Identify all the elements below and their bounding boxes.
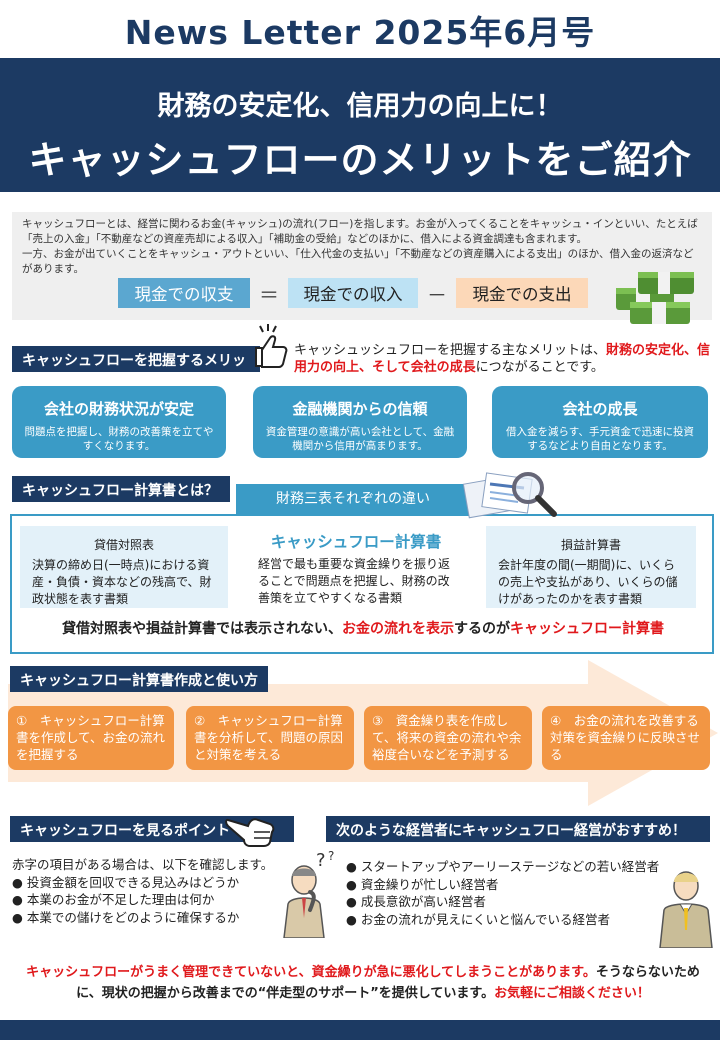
newsletter-title: News Letter 2025年6月号 [124, 13, 596, 52]
income-statement-title: 損益計算書 [560, 538, 621, 552]
merit-card-body: 問題点を把握し、財務の改善策を立てやすくなります。 [24, 426, 214, 452]
statement-summary: 貸借対照表や損益計算書では表示されない、お金の流れを表示するのがキャッシュフロー… [18, 618, 708, 638]
three-statements-label: 財務三表それぞれの違い [236, 484, 470, 514]
usage-step-1: ① キャッシュフロー計算書を作成して、お金の流れを把握する [8, 706, 174, 770]
points-item: ● 本業のお金が不足した理由は何か [12, 892, 215, 907]
usage-step-2: ② キャッシュフロー計算書を分析して、問題の原因と対策を考える [186, 706, 354, 770]
summary-mid: するのが [454, 621, 510, 637]
thumbs-up-icon [255, 324, 288, 368]
merit-section-title: キャッシュフローを把握するメリット [12, 346, 260, 389]
cashflow-statement-box: キャッシュフロー計算書 経営で最も重要な資金繰りを振り返ることで問題点を把握し、… [252, 530, 460, 607]
merit-card-title: 会社の成長 [562, 400, 638, 418]
summary-prefix: 貸借対照表や損益計算書では表示されない、 [62, 621, 342, 637]
svg-text:?: ? [316, 850, 326, 871]
merit-card-trust: 金融機関からの信頼 資金管理の意識が高い会社として、金融機関から信用が高まります… [253, 386, 467, 458]
recommend-list: ● スタートアップやアーリーステージなどの若い経営者 ● 資金繰りが忙しい経営者… [346, 858, 676, 928]
hero-subtitle: 財務の安定化、信用力の向上に！ [157, 91, 563, 122]
equation-minus: － [427, 282, 447, 307]
money-stack-icon [616, 272, 694, 324]
cashflow-statement-title: キャッシュフロー計算書 [270, 533, 442, 551]
recommend-section-title: 次のような経営者にキャッシュフロー経営がおすすめ！ [326, 816, 710, 842]
hero-banner: 財務の安定化、信用力の向上に！ キャッシュフローのメリットをご紹介 [0, 58, 720, 192]
businessman-icon [659, 871, 713, 948]
merit-card-title: 金融機関からの信頼 [292, 400, 428, 418]
merit-lead-text: キャッシュッシュフローを把握する主なメリットは、財務の安定化、信用力の向上、そし… [294, 342, 714, 376]
merit-lead-prefix: キャッシュッシュフローを把握する主なメリットは、 [294, 343, 607, 358]
closing-black: そうならないために、現状の把握から改善までの“伴走型のサポート”を提供しています… [76, 965, 700, 1001]
hero-title: キャッシュフローのメリットをご紹介 [28, 138, 692, 182]
balance-sheet-title: 貸借対照表 [93, 538, 154, 552]
summary-highlight-statement: キャッシュフロー計算書 [510, 621, 664, 637]
balance-sheet-body: 決算の締め日(一時点)における資産・負債・資本などの残高で、財政状態を表す書類 [32, 558, 212, 606]
process-arrow [8, 660, 718, 806]
intro-paragraph-1: キャッシュフローとは、経営に関わるお金(キャッシュ)の流れ(フロー)を指します。… [22, 218, 698, 245]
merit-card-growth: 会社の成長 借入金を減らす、手元資金で迅速に投資するなどより自由となります。 [492, 386, 708, 458]
merit-card-body: 借入金を減らす、手元資金で迅速に投資するなどより自由となります。 [506, 426, 694, 452]
equation-cashflow: 現金での収支 [118, 278, 250, 308]
equation-expense: 現金での支出 [456, 278, 588, 308]
recommend-item: ● 成長意欲が高い経営者 [346, 894, 486, 909]
usage-step-4: ④ お金の流れを改善する対策を資金繰りに反映させる [542, 706, 710, 770]
recommend-item: ● お金の流れが見えにくいと悩んでいる経営者 [346, 911, 611, 927]
income-statement-body: 会計年度の間(一期間)に、いくらの売上や支払があり、いくらの儲けがあったのかを表… [498, 558, 678, 606]
statement-section-title: キャッシュフロー計算書とは？ [12, 476, 230, 502]
merit-lead-highlight: 財務の安定化、信用力の向上、そして会社の成長 [294, 343, 711, 375]
points-item: ● 投資金額を回収できる見込みはどうか [12, 874, 240, 890]
magnifier-documents-icon [462, 472, 557, 519]
footer-bar [0, 1020, 720, 1040]
intro-paragraph-2: 一方、お金が出ていくことをキャッシュ・アウトといい、「仕入代金の支払い」「不動産… [22, 248, 694, 275]
equation-income: 現金での収入 [288, 278, 418, 308]
income-statement-box: 損益計算書 会計年度の間(一期間)に、いくらの売上や支払があり、いくらの儲けがあ… [486, 526, 696, 608]
cashflow-statement-body: 経営で最も重要な資金繰りを振り返ることで問題点を把握し、財務の改善策を立てやすく… [258, 557, 451, 605]
usage-step-3: ③ 資金繰り表を作成して、将来の資金の流れや余裕度合いなどを予測する [364, 706, 532, 770]
closing-message: キャッシュフローがうまく管理できていないと、資金繰りが急に悪化してしまうことがあ… [16, 962, 710, 1004]
equation-equals: ＝ [259, 282, 279, 307]
usage-section-title: キャッシュフロー計算書作成と使い方 [10, 666, 268, 692]
recommend-item: ● スタートアップやアーリーステージなどの若い経営者 [346, 859, 660, 874]
balance-sheet-box: 貸借対照表 決算の締め日(一時点)における資産・負債・資本などの残高で、財政状態… [20, 526, 228, 608]
merit-card-financial: 会社の財務状況が安定 問題点を把握し、財務の改善策を立てやすくなります。 [12, 386, 226, 458]
points-list: 赤字の項目がある場合は、以下を確認します。 ● 投資金額を回収できる見込みはどう… [12, 856, 312, 926]
thinking-man-icon: ? ? [283, 849, 334, 938]
merit-card-title: 会社の財務状況が安定 [43, 400, 194, 418]
pointing-hand-icon [225, 818, 275, 847]
closing-cta: お気軽にご相談ください！ [494, 986, 650, 1001]
merit-lead-suffix: につながることです。 [475, 360, 604, 375]
points-item: ● 本業での儲けをどのように確保するか [12, 909, 240, 925]
points-lead: 赤字の項目がある場合は、以下を確認します。 [12, 857, 274, 872]
cashflow-equation: 現金での収支 ＝ 現金での収入 － 現金での支出 [118, 276, 588, 310]
merit-card-body: 資金管理の意識が高い会社として、金融機関から信用が高まります。 [265, 426, 455, 452]
svg-text:?: ? [328, 849, 334, 863]
recommend-item: ● 資金繰りが忙しい経営者 [346, 876, 499, 892]
summary-highlight-flow: お金の流れを表示 [342, 621, 454, 637]
closing-red: キャッシュフローがうまく管理できていないと、資金繰りが急に悪化してしまうことがあ… [26, 965, 596, 980]
